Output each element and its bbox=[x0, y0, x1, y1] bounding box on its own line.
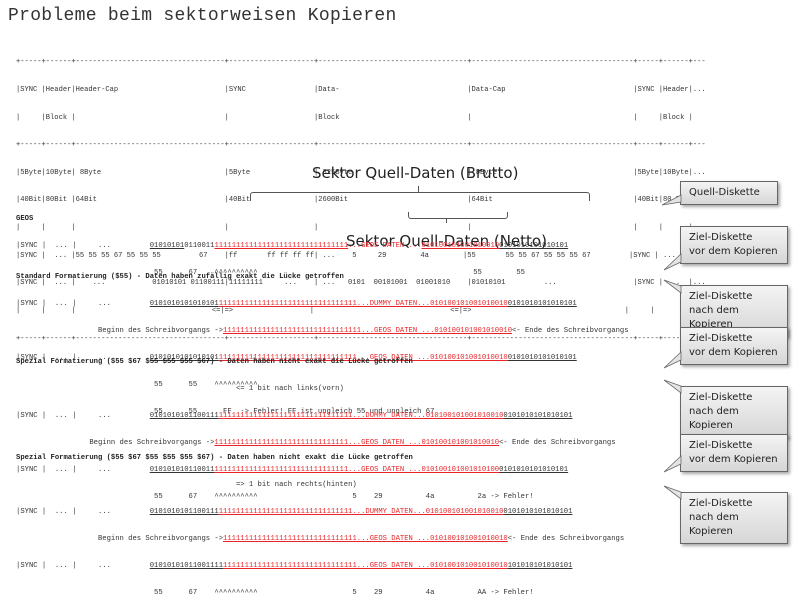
geos-section: GEOS |SYNC | ... | ... 01010101011001111… bbox=[16, 197, 568, 287]
data-bits: 1111111111111111111111111111111...GEOS D… bbox=[223, 535, 508, 543]
brutto-brace bbox=[250, 192, 590, 201]
tail-bits: 0101010101010101 bbox=[507, 354, 577, 362]
data-bits: 1111111111111111111111111111111...GEOS D… bbox=[223, 562, 508, 570]
callout-text: Quell-Diskette bbox=[689, 187, 760, 198]
hex-row: 55 67 ^^^^^^^^^^ 5 29 4a 2a -> Fehler! bbox=[16, 493, 534, 501]
data-bits: 11111111111111111111111111111111...DUMMY… bbox=[218, 300, 508, 308]
section-standard-format: Standard Formatierung ($55) - Daten habe… bbox=[16, 255, 629, 426]
tail-bits: 0101010101010101 bbox=[507, 300, 577, 308]
data-bits-end: 010100101001010010 bbox=[421, 242, 500, 250]
section-subheading: <= 1 bit nach links(vorn) bbox=[16, 385, 344, 393]
error-row: 55 55 FF -> Fehler! FF ist ungleich 55 u… bbox=[16, 408, 435, 416]
bit-row-after: |SYNC | ... | ... 0101010101100111111111… bbox=[16, 466, 616, 475]
callout-pointer-icon bbox=[663, 279, 682, 294]
data-bits: 1111111111111111111111111111111...DUMMY … bbox=[218, 508, 504, 516]
row-prefix: |SYNC | ... | ... bbox=[16, 466, 150, 474]
brutto-label: Sektor Quell-Daten (Brutto) bbox=[312, 164, 519, 182]
sync-bits: 0101010101100111 bbox=[149, 508, 219, 516]
hex-row: 55 55 ^^^^^^^^^^ bbox=[16, 381, 258, 389]
row-prefix: |SYNC | ... | ... bbox=[16, 562, 150, 570]
row-prefix: |SYNC | ... | ... bbox=[16, 300, 150, 308]
bit-row-after: |SYNC | ... | ... 0101010101010101111111… bbox=[16, 354, 629, 363]
callout-pointer-icon bbox=[663, 379, 682, 394]
callout-target-before-2: Ziel-Diskette vor dem Kopieren bbox=[680, 327, 788, 365]
row-prefix: Beginn des Schreibvorgangs -> bbox=[16, 327, 224, 335]
callout-pointer-icon bbox=[663, 351, 682, 369]
page-title: Probleme beim sektorweisen Kopieren bbox=[8, 6, 397, 26]
tail-bits: 101010101010101 bbox=[507, 562, 573, 570]
table-line: +-----+------+--------------------------… bbox=[16, 58, 706, 67]
row-prefix: Beginn des Schreibvorgangs -> bbox=[16, 535, 224, 543]
callout-text: Ziel-Diskette vor dem Kopieren bbox=[689, 232, 778, 257]
section-subheading: => 1 bit nach rechts(hinten) bbox=[16, 481, 357, 489]
section-special-format-right: Spezial Formatierung ($55 $67 $55 $55 $5… bbox=[16, 436, 624, 607]
table-line: +-----+------+--------------------------… bbox=[16, 334, 706, 343]
callout-text: Ziel-Diskette vor dem Kopieren bbox=[689, 333, 778, 358]
callout-text: Ziel-Diskette vor dem Kopieren bbox=[689, 440, 778, 465]
netto-label: Sektor Quell-Daten (Netto) bbox=[346, 232, 547, 250]
netto-brace bbox=[408, 212, 508, 219]
bit-row-before: |SYNC | ... | ... 0101010101100111111111… bbox=[16, 412, 616, 421]
brutto-brace-tip bbox=[418, 186, 419, 192]
sync-bits: 01010101011001111 bbox=[149, 562, 224, 570]
table-line: |5Byte|10Byte| 8Byte |5Byte | 325Byte | … bbox=[16, 168, 706, 177]
data-bits: 1111111111111111111111111111111...GEOS D… bbox=[214, 466, 500, 474]
sync-bits: 0101010101100111 bbox=[149, 412, 219, 420]
section-heading: Spezial Formatierung ($55 $67 $55 $55 $5… bbox=[16, 358, 413, 366]
callout-pointer-icon bbox=[661, 194, 682, 206]
bit-row-before: |SYNC | ... | ... 0101010101010101111111… bbox=[16, 300, 629, 309]
tail-bits: 0101010101010101 bbox=[503, 412, 573, 420]
data-bits: 1111111111111111111111111111111...DUMMY … bbox=[218, 412, 504, 420]
data-label: ...GEOS DATEN ... bbox=[348, 242, 422, 250]
callout-target-after-2: Ziel-Diskette nach dem Kopieren bbox=[680, 386, 788, 438]
callout-pointer-icon bbox=[663, 455, 682, 473]
row-prefix: |SYNC | ... | ... bbox=[16, 508, 150, 516]
section-heading: Standard Formatierung ($55) - Daten habe… bbox=[16, 273, 344, 281]
tail-bits: 0101010101010101 bbox=[499, 242, 569, 250]
write-end-label: <- Ende des Schreibvorgangs bbox=[512, 327, 629, 335]
callout-text: Ziel-Diskette nach dem Kopieren bbox=[689, 498, 753, 537]
callout-target-before-3: Ziel-Diskette vor dem Kopieren bbox=[680, 434, 788, 472]
hex-row: 55 67 ^^^^^^^^^^ 5 29 4a AA -> Fehler! bbox=[16, 589, 534, 597]
geos-heading: GEOS bbox=[16, 215, 34, 223]
bit-row-before: |SYNC | ... | ... 0101010101100111111111… bbox=[16, 508, 624, 517]
bit-row-write: Beginn des Schreibvorgangs ->11111111111… bbox=[16, 327, 629, 336]
row-prefix: |SYNC | ... | ... bbox=[16, 242, 150, 250]
gap-bits: 0110011 bbox=[184, 242, 215, 250]
data-bits: 1111111111111111111111111111111...GEOS D… bbox=[214, 439, 500, 447]
tail-bits: 0101010101010101 bbox=[503, 508, 573, 516]
geos-bit-row: |SYNC | ... | ... 0101010101100111111111… bbox=[16, 242, 568, 251]
section-special-format-left: Spezial Formatierung ($55 $67 $55 $55 $5… bbox=[16, 340, 616, 511]
callout-text: Ziel-Diskette nach dem Kopieren bbox=[689, 392, 753, 431]
section-heading: Spezial Formatierung ($55 $67 $55 $55 $5… bbox=[16, 454, 413, 462]
table-line: | |Block | | |Block | | |Block | bbox=[16, 113, 693, 122]
bit-row-after: |SYNC | ... | ... 0101010101100111111111… bbox=[16, 562, 624, 571]
sync-bits: 01010101 bbox=[149, 242, 185, 250]
write-end-label: <- Ende des Schreibvorgangs bbox=[507, 535, 625, 543]
sync-bits: 010101010110011 bbox=[149, 466, 215, 474]
callout-pointer-icon bbox=[663, 485, 682, 500]
callout-source-disk: Quell-Diskette bbox=[680, 181, 778, 205]
callout-text: Ziel-Diskette nach dem Kopieren bbox=[689, 291, 753, 330]
data-bits: 11111111111111111111111111111111...GEOS … bbox=[223, 327, 513, 335]
callout-target-after-3: Ziel-Diskette nach dem Kopieren bbox=[680, 492, 788, 544]
write-end-label: <- Ende des Schreibvorgangs bbox=[499, 439, 616, 447]
table-line: |SYNC |Header|Header-Cap |SYNC |Data- |D… bbox=[16, 86, 706, 95]
row-prefix: Beginn des Schreibvorgangs -> bbox=[16, 439, 215, 447]
row-prefix: |SYNC | ... | ... bbox=[16, 354, 150, 362]
bit-row-write: Beginn des Schreibvorgangs ->11111111111… bbox=[16, 439, 616, 448]
row-prefix: |SYNC | ... | ... bbox=[16, 412, 150, 420]
data-bits: 11111111111111111111111111111111...GEOS … bbox=[218, 354, 508, 362]
geos-hex-row: 55 67 ^^^^^^^^^^ 55 55 bbox=[16, 269, 525, 277]
bit-row-write: Beginn des Schreibvorgangs ->11111111111… bbox=[16, 535, 624, 544]
callout-pointer-icon bbox=[663, 253, 682, 271]
tail-bits: 0101010101010101 bbox=[499, 466, 569, 474]
data-bits: 1111111111111111111111111111111 bbox=[214, 242, 349, 250]
sync-bits: 0101010101010101 bbox=[149, 354, 219, 362]
table-line: +-----+------+--------------------------… bbox=[16, 141, 706, 150]
callout-target-before-1: Ziel-Diskette vor dem Kopieren bbox=[680, 226, 788, 264]
netto-brace-tip bbox=[446, 218, 447, 223]
sync-bits: 0101010101010101 bbox=[149, 300, 219, 308]
